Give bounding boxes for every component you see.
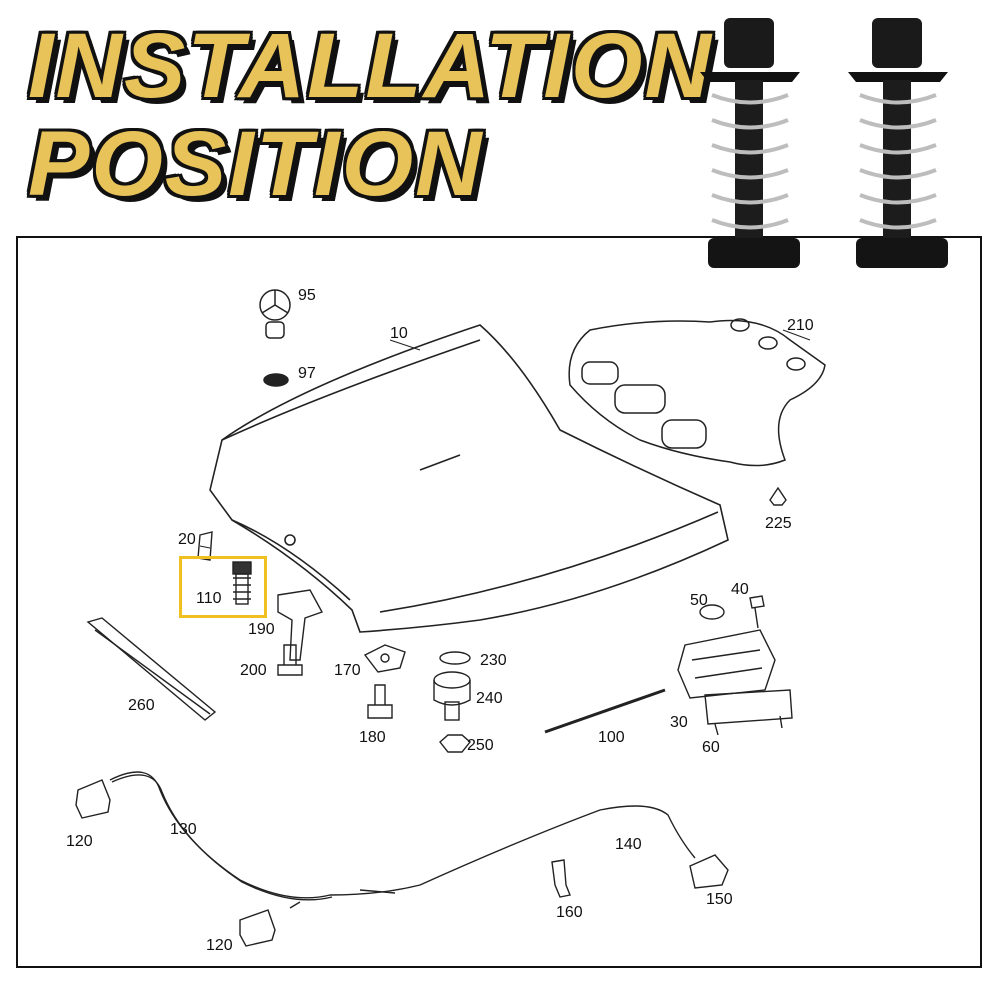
spring-bumper-photo-2 xyxy=(848,18,948,268)
title-line-2: POSITION xyxy=(28,113,484,215)
release-cables xyxy=(109,771,696,909)
emblem-star-icon xyxy=(259,289,291,387)
label-130: 130 xyxy=(170,821,197,838)
label-30: 30 xyxy=(670,714,688,731)
label-50: 50 xyxy=(690,592,708,609)
insulation-pad-outline xyxy=(568,318,826,467)
label-160: 160 xyxy=(556,904,583,921)
label-10: 10 xyxy=(390,325,408,342)
label-60: 60 xyxy=(702,739,720,756)
label-230: 230 xyxy=(480,652,507,669)
small-parts xyxy=(75,486,793,947)
hood-outline xyxy=(209,324,729,633)
part-number-labels: 95 97 10 210 225 20 110 190 200 260 170 … xyxy=(66,287,814,954)
title-line-1: INSTALLATION xyxy=(28,15,713,117)
label-97: 97 xyxy=(298,365,316,382)
label-180: 180 xyxy=(359,729,386,746)
label-150: 150 xyxy=(706,891,733,908)
label-170: 170 xyxy=(334,662,361,679)
label-240: 240 xyxy=(476,690,503,707)
label-225: 225 xyxy=(765,515,792,532)
label-120-top: 120 xyxy=(66,833,93,850)
label-20: 20 xyxy=(178,531,196,548)
label-190: 190 xyxy=(248,621,275,638)
highlight-box-part-110 xyxy=(179,556,267,618)
label-140: 140 xyxy=(615,836,642,853)
spring-bumper-photo-1 xyxy=(700,18,800,268)
label-260: 260 xyxy=(128,697,155,714)
label-110: 110 xyxy=(196,590,222,607)
label-250: 250 xyxy=(467,737,494,754)
label-40: 40 xyxy=(731,581,749,598)
label-95: 95 xyxy=(298,287,316,304)
label-200: 200 xyxy=(240,662,267,679)
diagram-frame xyxy=(16,236,982,968)
label-100: 100 xyxy=(598,729,625,746)
label-210: 210 xyxy=(787,317,814,334)
leader-lines xyxy=(199,329,811,549)
label-120-bottom: 120 xyxy=(206,937,233,954)
